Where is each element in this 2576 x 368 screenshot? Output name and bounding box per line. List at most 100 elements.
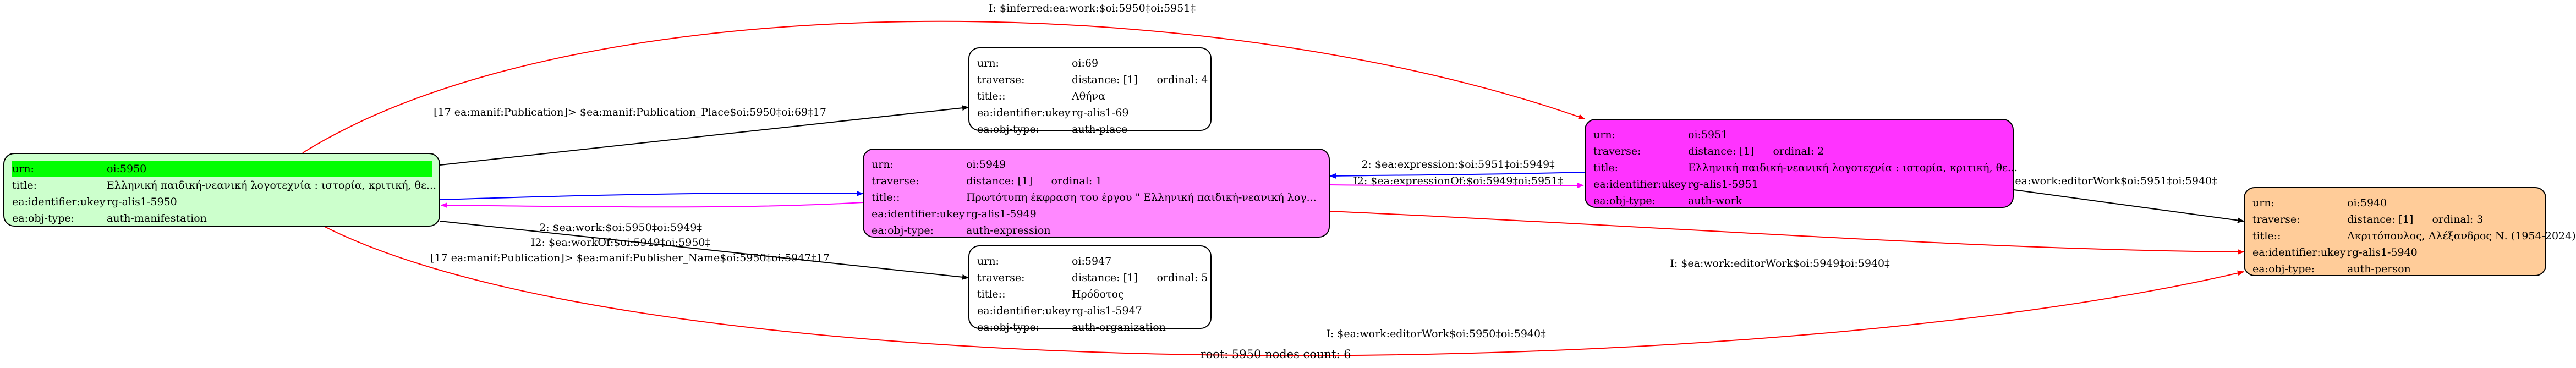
row-value-extra: ordinal: 2 <box>1773 145 1824 157</box>
row-value-extra: ordinal: 4 <box>1157 74 1208 86</box>
row-key: title:: <box>977 288 1006 300</box>
edge-expression-of: I2: $ea:expressionOf:$oi:5949‡oi:5951‡ <box>1328 175 1584 189</box>
row-value: rg-alis1-5949 <box>966 208 1037 220</box>
row-value: Ελληνική παιδική-νεανική λογοτεχνία : ισ… <box>1688 162 2018 174</box>
row-key: ea:identifier:ukey <box>2252 246 2346 259</box>
row-value: rg-alis1-5940 <box>2347 246 2418 259</box>
row-key: ea:obj-type: <box>977 123 1040 135</box>
row-value: oi:5947 <box>1072 255 1112 267</box>
row-value: auth-place <box>1072 123 1128 135</box>
node-row: ea:obj-type: auth-place <box>977 121 1203 138</box>
edge-label-inferred-work: I: $inferred:ea:work:$oi:5950‡oi:5951‡ <box>989 2 1196 14</box>
row-key: title: <box>1593 162 1619 174</box>
row-key: title:: <box>977 90 1006 102</box>
node-row: ea:identifier:ukey rg-alis1-69 <box>977 105 1203 121</box>
row-value: auth-work <box>1688 195 1742 207</box>
row-key: urn: <box>2252 197 2274 209</box>
row-key: traverse: <box>2252 213 2300 226</box>
node-row: traverse: distance: [1] ordinal: 1 <box>872 173 1321 189</box>
row-key: urn: <box>1593 129 1615 141</box>
node-row: urn: oi:69 <box>977 55 1203 72</box>
row-value: Αθήνα <box>1072 90 1105 102</box>
row-value: Ακριτόπουλος, Αλέξανδρος Ν. (1954-2024) <box>2347 230 2576 242</box>
row-key: ea:obj-type: <box>12 212 75 224</box>
edge-editor-work-5950: I: $ea:work:editorWork$oi:5950‡oi:5940‡ <box>324 226 2244 356</box>
edge-label-work: 2: $ea:work:$oi:5950‡oi:5949‡ <box>539 222 702 234</box>
row-value: distance: [1] <box>1072 74 1138 86</box>
edge-label-editor-work-5951: $ea:work:editorWork$oi:5951‡oi:5940‡ <box>2008 175 2217 187</box>
row-key: ea:identifier:ukey <box>12 196 106 208</box>
row-value: oi:5940 <box>2347 197 2387 209</box>
node-row: urn: oi:5951 <box>1593 127 2005 143</box>
row-key: ea:obj-type: <box>872 224 934 237</box>
node-row: title:: Ακριτόπουλος, Αλέξανδρος Ν. (195… <box>2252 228 2576 244</box>
node-row: traverse: distance: [1] ordinal: 4 <box>977 72 1208 88</box>
row-value: auth-person <box>2347 263 2411 275</box>
node-row: title:: Ηρόδοτος <box>977 286 1203 303</box>
graph-caption: root: 5950 nodes count: 6 <box>1200 348 1351 361</box>
row-key: ea:identifier:ukey <box>977 107 1071 119</box>
node-row: ea:obj-type: auth-person <box>2252 261 2537 277</box>
row-key: urn: <box>977 255 999 267</box>
node-row: traverse: distance: [1] ordinal: 5 <box>977 270 1208 286</box>
row-value: distance: [1] <box>1072 272 1138 284</box>
edge-label-editor-work-5950: I: $ea:work:editorWork$oi:5950‡oi:5940‡ <box>1326 328 1545 340</box>
row-value: Πρωτότυπη έκφραση του έργου " Ελληνική π… <box>966 191 1317 204</box>
row-key: urn: <box>977 57 999 69</box>
edge-inferred-work: I: $inferred:ea:work:$oi:5950‡oi:5951‡ <box>302 2 1585 153</box>
row-value: distance: [1] <box>1688 145 1755 157</box>
row-key: title: <box>12 179 37 191</box>
node-oi-5951[interactable]: urn: oi:5951 traverse: distance: [1] ord… <box>1585 119 2018 209</box>
edge-label-expression-of: I2: $ea:expressionOf:$oi:5949‡oi:5951‡ <box>1353 175 1563 187</box>
edge-publication-place: [17 ea:manif:Publication]> $ea:manif:Pub… <box>434 105 969 166</box>
row-value: rg-alis1-69 <box>1072 107 1129 119</box>
row-key: urn: <box>12 161 107 177</box>
node-row: urn: oi:5947 <box>977 253 1203 270</box>
row-key: title:: <box>2252 230 2281 242</box>
edge-label-expression: 2: $ea:expression:$oi:5951‡oi:5949‡ <box>1361 158 1554 171</box>
row-key: traverse: <box>977 74 1025 86</box>
row-value: auth-organization <box>1072 321 1166 333</box>
row-key: ea:identifier:ukey <box>977 305 1071 317</box>
node-row: urn: oi:5950 <box>12 161 432 177</box>
row-value: rg-alis1-5951 <box>1688 178 1758 190</box>
edge-editor-work-5951: $ea:work:editorWork$oi:5951‡oi:5940‡ <box>2008 175 2244 223</box>
edge-work-of-manifestation: 2: $ea:work:$oi:5950‡oi:5949‡ <box>440 190 863 234</box>
row-value: oi:69 <box>1072 57 1099 69</box>
row-key: traverse: <box>977 272 1025 284</box>
node-oi-69[interactable]: urn: oi:69 traverse: distance: [1] ordin… <box>968 47 1212 135</box>
node-row: ea:obj-type: auth-work <box>1593 193 2005 209</box>
node-row: traverse: distance: [1] ordinal: 2 <box>1593 143 2005 160</box>
node-row: title:: Πρωτότυπη έκφραση του έργου " Ελ… <box>872 189 1321 206</box>
row-key: ea:identifier:ukey <box>1593 178 1687 190</box>
node-oi-5947[interactable]: urn: oi:5947 traverse: distance: [1] ord… <box>968 245 1212 333</box>
node-oi-5940[interactable]: urn: oi:5940 traverse: distance: [1] ord… <box>2244 187 2576 277</box>
row-key: ea:obj-type: <box>977 321 1040 333</box>
node-oi-5949[interactable]: urn: oi:5949 traverse: distance: [1] ord… <box>863 149 1330 238</box>
node-oi-5950[interactable]: urn: oi:5950 title: Ελληνική παιδική-νεα… <box>3 153 440 227</box>
node-row: ea:identifier:ukey rg-alis1-5951 <box>1593 176 2005 193</box>
node-row: ea:identifier:ukey rg-alis1-5947 <box>977 303 1203 319</box>
row-value: rg-alis1-5947 <box>1072 305 1142 317</box>
edge-label-publication-place: [17 ea:manif:Publication]> $ea:manif:Pub… <box>434 106 826 118</box>
row-key: ea:identifier:ukey <box>872 208 965 220</box>
node-row: ea:obj-type: auth-organization <box>977 319 1203 336</box>
edge-publisher-name: [17 ea:manif:Publication]> $ea:manif:Pub… <box>430 221 969 280</box>
edge-expression: 2: $ea:expression:$oi:5951‡oi:5949‡ <box>1329 158 1585 179</box>
row-key: ea:obj-type: <box>2252 263 2315 275</box>
node-row: urn: oi:5940 <box>2252 195 2537 211</box>
row-key: title:: <box>872 191 900 204</box>
row-value: auth-expression <box>966 224 1051 237</box>
row-value-extra: ordinal: 3 <box>2432 213 2484 226</box>
node-row: urn: oi:5949 <box>872 156 1321 173</box>
row-key: traverse: <box>872 175 919 187</box>
node-row: ea:identifier:ukey rg-alis1-5950 <box>12 194 431 210</box>
node-row: ea:obj-type: auth-expression <box>872 222 1321 239</box>
edge-label-editor-work-5949: I: $ea:work:editorWork$oi:5949‡oi:5940‡ <box>1670 257 1889 270</box>
node-row: title: Ελληνική παιδική-νεανική λογοτεχν… <box>12 177 436 194</box>
row-value: oi:5951 <box>1688 129 1728 141</box>
row-value: distance: [1] <box>2347 213 2414 226</box>
row-value: Ηρόδοτος <box>1072 288 1124 300</box>
